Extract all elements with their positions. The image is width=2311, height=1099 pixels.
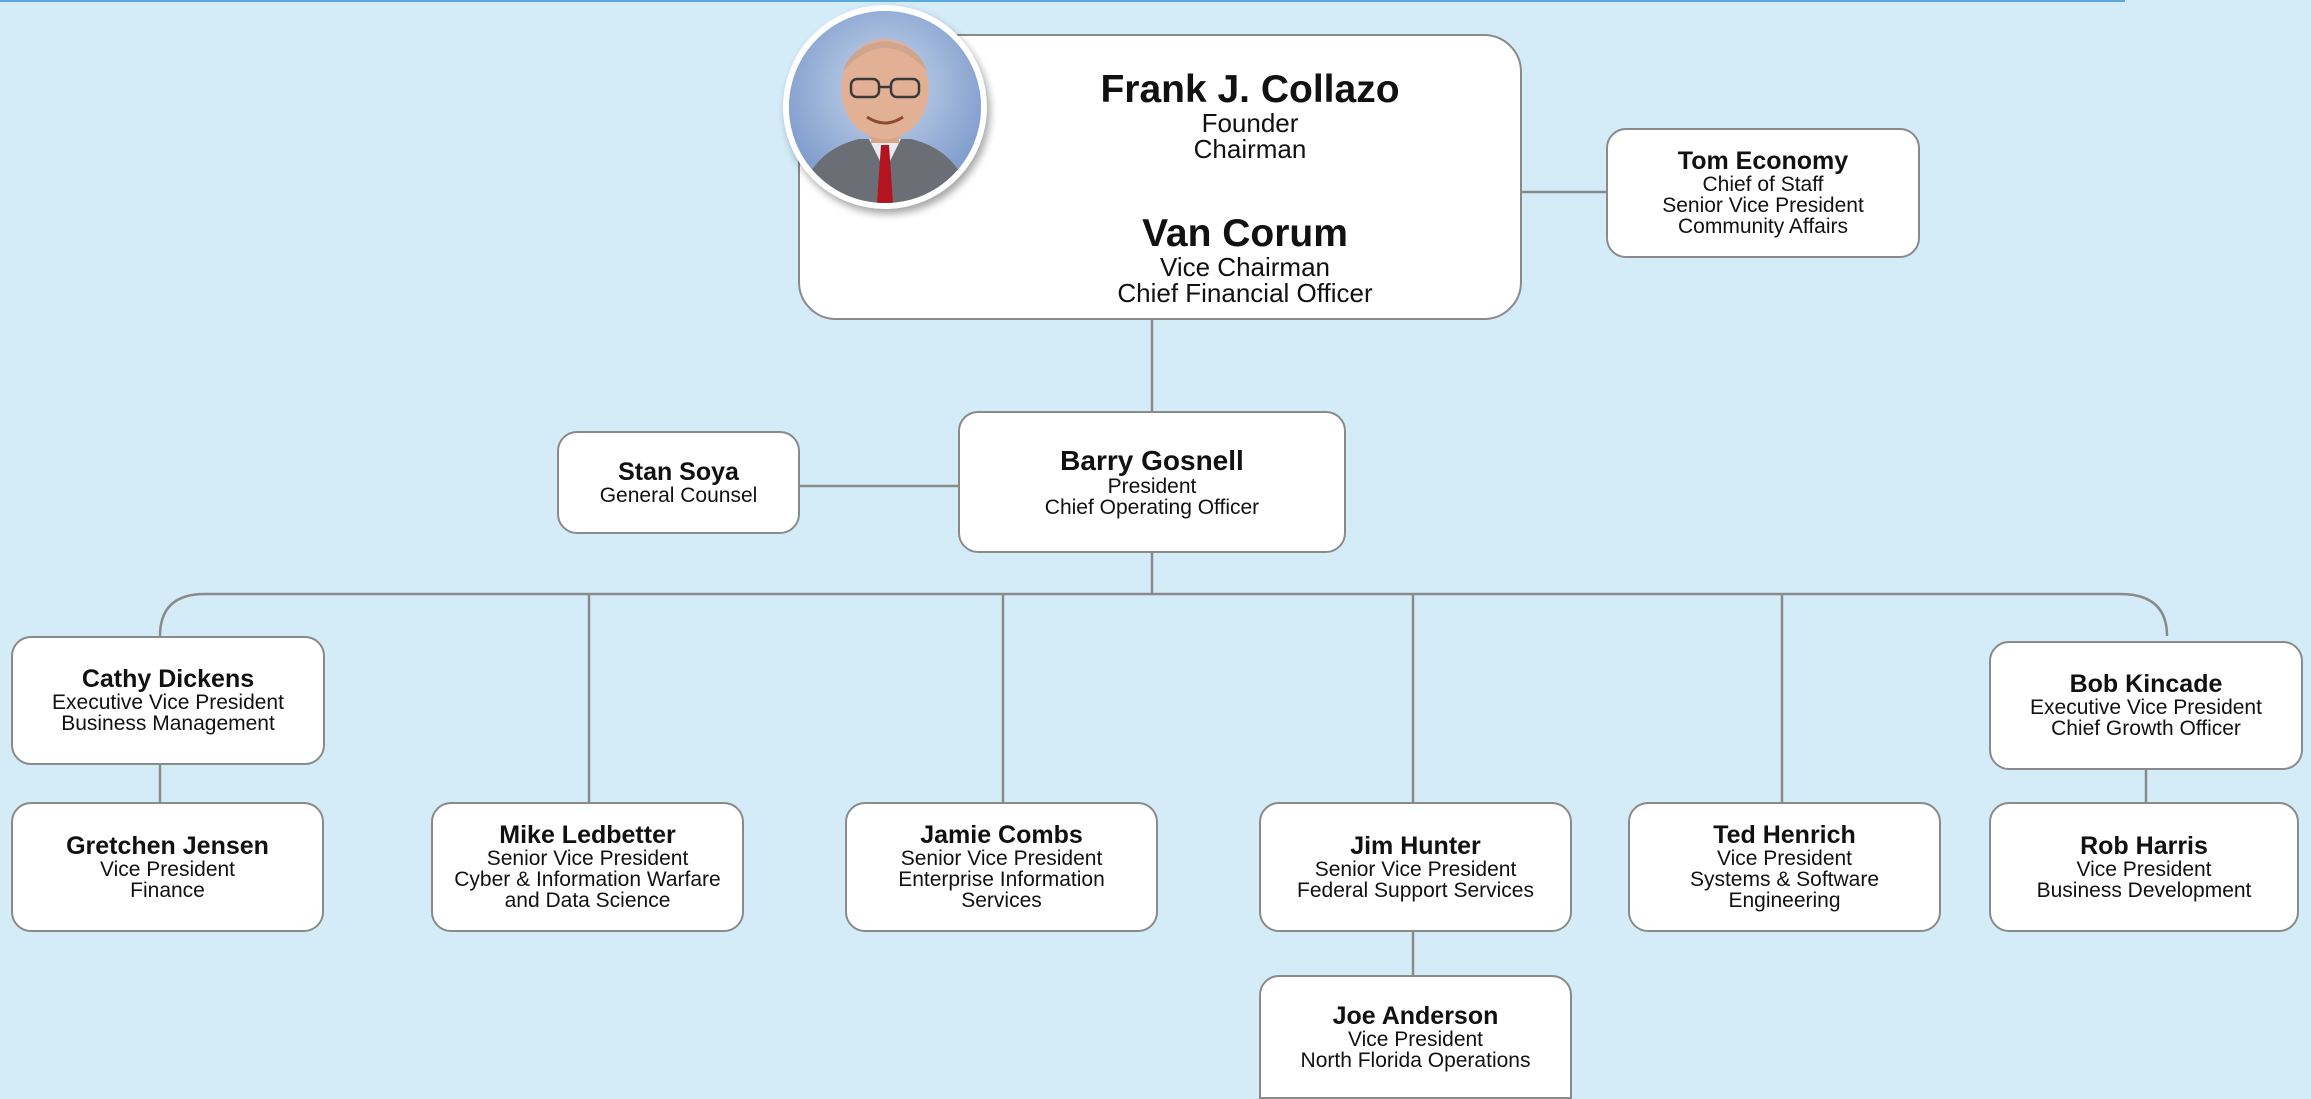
- person-title: Vice President: [1347, 1027, 1484, 1051]
- person-name: Barry Gosnell: [1060, 445, 1244, 476]
- person-title: Cyber & Information Warfare: [454, 868, 721, 891]
- org-box-hunter: Jim Hunter Senior Vice President Federal…: [1259, 802, 1572, 932]
- person-name: Rob Harris: [2080, 831, 2208, 860]
- person-name: Tom Economy: [1677, 147, 1849, 175]
- vice-chairman-title: Chief Financial Officer: [1117, 278, 1373, 308]
- person-title: President: [1107, 475, 1197, 498]
- person-name: Jim Hunter: [1350, 831, 1481, 860]
- org-box-anderson: Joe Anderson Vice President North Florid…: [1259, 975, 1572, 1099]
- org-box-harris: Rob Harris Vice President Business Devel…: [1989, 802, 2299, 932]
- person-title: Vice President: [2076, 857, 2212, 881]
- person-title: Vice President: [99, 857, 236, 881]
- org-box-dickens: Cathy Dickens Executive Vice President B…: [11, 636, 325, 765]
- person-title: Senior Vice President: [1314, 857, 1517, 881]
- chief-of-staff-box: Tom Economy Chief of Staff Senior Vice P…: [1606, 128, 1920, 258]
- person-name: Mike Ledbetter: [499, 821, 676, 849]
- person-title: Executive Vice President: [52, 691, 284, 714]
- top-rule: [0, 0, 2125, 2]
- person-title: Business Development: [2036, 878, 2252, 902]
- chairman-title: Founder: [1201, 108, 1299, 138]
- person-title: Vice President: [1716, 847, 1853, 870]
- person-title: Federal Support Services: [1297, 878, 1534, 902]
- person-title: Chief Growth Officer: [2051, 717, 2241, 740]
- chairman-entry: Frank J. Collazo Founder Chairman: [800, 68, 1520, 164]
- connector-bus: [158, 592, 2169, 637]
- person-name: Bob Kincade: [2069, 670, 2223, 698]
- person-title: General Counsel: [599, 483, 758, 507]
- president-box: Barry Gosnell President Chief Operating …: [958, 411, 1346, 553]
- person-title: North Florida Operations: [1300, 1048, 1531, 1072]
- person-title: Senior Vice President: [1662, 194, 1864, 217]
- org-box-ledbetter: Mike Ledbetter Senior Vice President Cyb…: [431, 802, 744, 932]
- person-name: Stan Soya: [618, 457, 739, 486]
- person-title: Systems & Software: [1689, 868, 1880, 891]
- vice-chairman-entry: Van Corum Vice Chairman Chief Financial …: [800, 212, 1520, 308]
- founder-portrait: [783, 5, 987, 209]
- person-title: Chief Operating Officer: [1044, 496, 1260, 519]
- org-box-kincade: Bob Kincade Executive Vice President Chi…: [1989, 641, 2303, 770]
- chairman-title: Chairman: [1193, 134, 1307, 164]
- person-title: Engineering: [1728, 889, 1841, 912]
- person-title: Chief of Staff: [1702, 173, 1824, 196]
- person-name: Joe Anderson: [1332, 1001, 1499, 1030]
- person-title: and Data Science: [504, 889, 671, 912]
- person-name: Ted Henrich: [1713, 821, 1856, 849]
- person-name: Jamie Combs: [920, 821, 1083, 849]
- person-title: Senior Vice President: [486, 847, 689, 870]
- chairman-name: Frank J. Collazo: [1100, 68, 1400, 111]
- org-box-jensen: Gretchen Jensen Vice President Finance: [11, 802, 324, 932]
- person-title: Community Affairs: [1678, 215, 1848, 238]
- person-title: Senior Vice President: [900, 847, 1103, 870]
- person-title: Services: [961, 889, 1042, 912]
- person-title: Executive Vice President: [2030, 696, 2262, 719]
- general-counsel-box: Stan Soya General Counsel: [557, 431, 800, 534]
- vice-chairman-title: Vice Chairman: [1159, 252, 1331, 282]
- org-box-henrich: Ted Henrich Vice President Systems & Sof…: [1628, 802, 1941, 932]
- person-name: Cathy Dickens: [81, 665, 255, 693]
- org-box-combs: Jamie Combs Senior Vice President Enterp…: [845, 802, 1158, 932]
- person-title: Finance: [130, 878, 205, 902]
- person-title: Enterprise Information: [898, 868, 1105, 891]
- person-title: Business Management: [61, 712, 275, 735]
- person-name: Gretchen Jensen: [66, 831, 269, 860]
- vice-chairman-name: Van Corum: [1142, 212, 1348, 255]
